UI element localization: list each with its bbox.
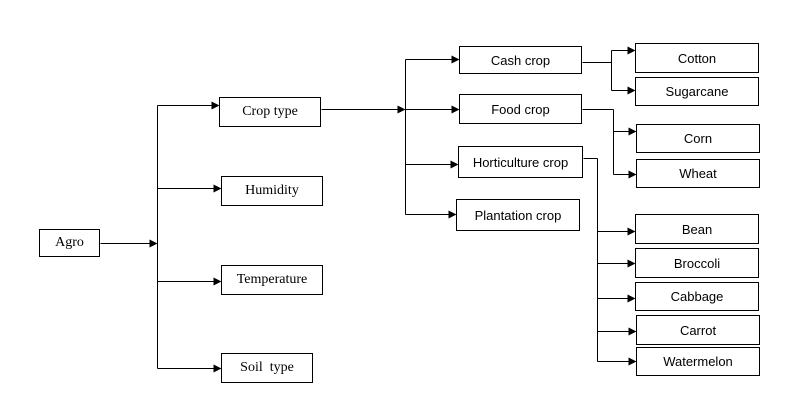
node-wheat: Wheat [636, 159, 760, 188]
node-corn: Corn [636, 124, 760, 153]
node-temperature: Temperature [221, 265, 323, 295]
node-bean: Bean [635, 214, 759, 244]
arrowhead-12 [397, 105, 406, 114]
node-cash-crop: Cash crop [459, 46, 582, 74]
node-cotton: Cotton [635, 43, 759, 73]
arrowhead-25 [627, 46, 636, 55]
arrowhead-21 [448, 210, 457, 219]
node-horticulture-crop: Horticulture crop [458, 146, 583, 178]
arrowhead-15 [451, 55, 460, 64]
arrowhead-6 [213, 184, 222, 193]
arrowhead-4 [211, 101, 220, 110]
node-plantation-crop: Plantation crop [456, 199, 580, 231]
arrowhead-41 [627, 294, 636, 303]
node-humidity: Humidity [221, 176, 323, 206]
arrowhead-27 [627, 86, 636, 95]
node-food-crop: Food crop [459, 94, 582, 124]
arrowhead-1 [149, 239, 158, 248]
arrowhead-31 [628, 127, 637, 136]
arrowhead-17 [451, 105, 460, 114]
arrowhead-45 [628, 357, 637, 366]
arrowhead-37 [627, 227, 636, 236]
node-soil-type: Soil type [221, 353, 313, 383]
node-carrot: Carrot [636, 315, 760, 345]
node-sugarcane: Sugarcane [635, 77, 759, 106]
node-broccoli: Broccoli [635, 248, 759, 278]
node-crop-type: Crop type [219, 97, 321, 127]
node-watermelon: Watermelon [636, 347, 760, 376]
arrowhead-39 [627, 259, 636, 268]
arrowhead-33 [628, 170, 637, 179]
arrowhead-43 [628, 327, 637, 336]
arrowhead-19 [450, 160, 459, 169]
arrowhead-10 [213, 364, 222, 373]
node-cabbage: Cabbage [635, 282, 759, 311]
arrowhead-8 [213, 277, 222, 286]
node-agro: Agro [39, 229, 100, 257]
